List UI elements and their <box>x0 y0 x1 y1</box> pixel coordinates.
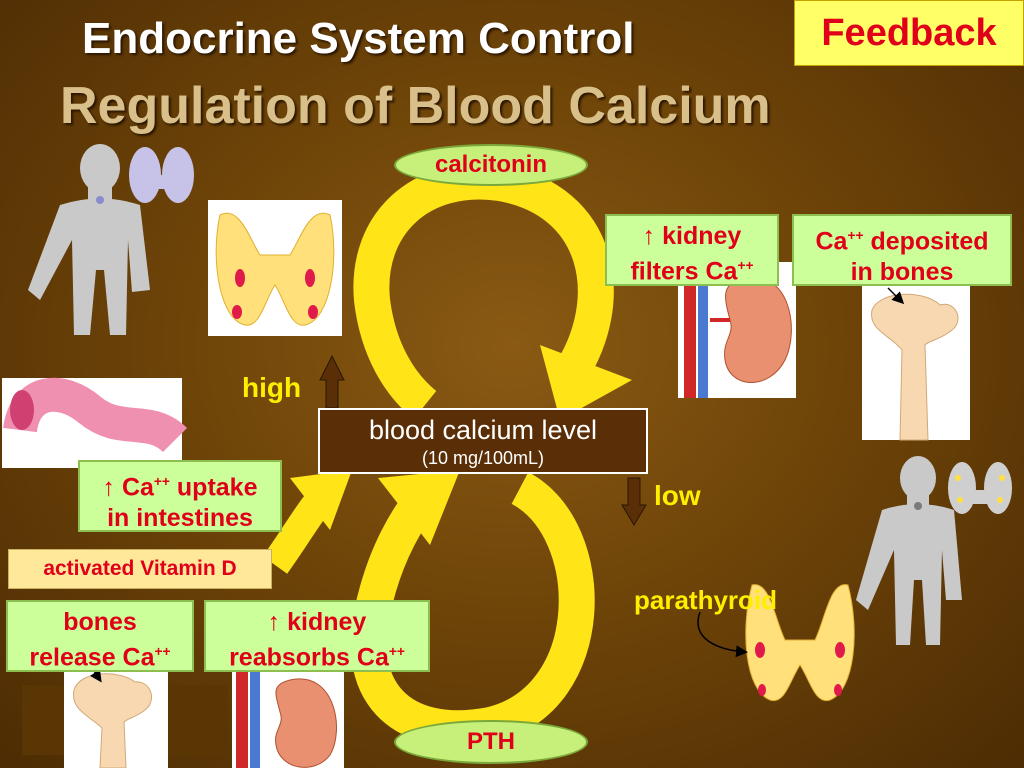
thyroid-right-icon <box>948 462 1012 514</box>
low-label: low <box>654 480 701 511</box>
parathyroid-icon <box>697 584 855 702</box>
intestine-branch-arrow <box>262 470 352 574</box>
calcitonin-label: calcitonin <box>394 144 588 186</box>
title-line-2: Regulation of Blood Calcium <box>60 77 771 135</box>
pth-label: PTH <box>394 720 588 764</box>
title-line-1: Endocrine System Control <box>82 14 635 63</box>
bones-release-box: bones release Ca++ <box>6 600 194 672</box>
feedback-button[interactable]: Feedback <box>794 0 1024 66</box>
vitamin-d-box: activated Vitamin D <box>8 549 272 589</box>
deposited-in-bones-box: Ca++ deposited in bones <box>792 214 1012 286</box>
intestine-image <box>2 377 188 468</box>
human-silhouette-icon <box>28 144 150 335</box>
kidney-filters-box: ↑ kidney filters Ca++ <box>605 214 779 286</box>
kidney-reabsorbs-box: ↑ kidney reabsorbs Ca++ <box>204 600 430 672</box>
upper-loop-arrow <box>353 163 632 420</box>
high-label: high <box>242 372 302 403</box>
blood-calcium-level-box: blood calcium level (10 mg/100mL) <box>318 408 648 474</box>
low-arrow <box>621 477 647 526</box>
human-silhouette-right-icon <box>856 456 962 645</box>
bone-bottom-icon <box>64 664 168 768</box>
intestine-uptake-box: ↑ Ca++ uptake in intestines <box>78 460 282 532</box>
high-arrow <box>319 354 345 409</box>
kidney-bottom-icon <box>232 664 344 768</box>
parathyroid-label: parathyroid <box>634 585 778 615</box>
femur-bone-icon <box>862 286 970 441</box>
thyroid-image <box>208 200 342 336</box>
thyroid-icon <box>129 147 194 203</box>
